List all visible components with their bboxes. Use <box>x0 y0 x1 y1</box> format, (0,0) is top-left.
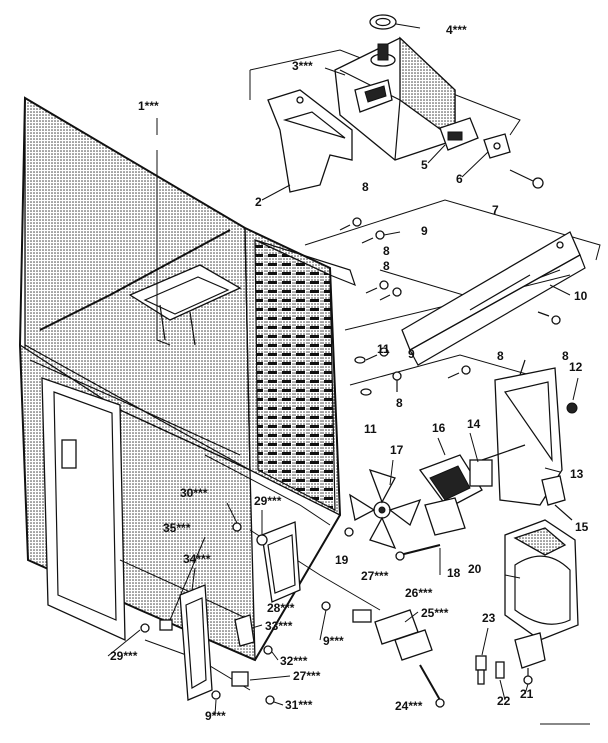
cavity-door-opening <box>41 377 126 642</box>
callout-c29a: 29*** <box>254 494 282 508</box>
callout-c31: 31*** <box>285 698 313 712</box>
callout-c9a: 9 <box>421 224 428 238</box>
callout-c15: 15 <box>575 520 589 534</box>
interlock-bracket-28 <box>232 521 301 603</box>
callout-c35: 35*** <box>163 521 191 535</box>
screw-18 <box>395 544 441 561</box>
callout-c24: 24*** <box>395 699 423 713</box>
fan-bracket <box>494 359 578 506</box>
fan-motor <box>418 444 526 536</box>
callout-c27a: 27*** <box>361 569 389 583</box>
callout-c8f: 8 <box>396 396 403 410</box>
callout-c1: 1*** <box>138 99 159 113</box>
callout-c9b: 9 <box>408 347 415 361</box>
callout-c23: 23 <box>482 611 496 625</box>
callout-c27b: 27*** <box>293 669 321 683</box>
callout-c9d: 9*** <box>205 709 226 723</box>
callout-c12: 12 <box>569 360 583 374</box>
callout-c2: 2 <box>255 195 262 209</box>
screws-upper <box>339 217 402 301</box>
callout-c13: 13 <box>570 467 584 481</box>
switch-33 <box>234 614 255 647</box>
screw-22 <box>495 661 505 679</box>
callout-c11a: 11 <box>377 342 390 356</box>
rear-panel-grille <box>254 239 356 511</box>
switch-27a <box>352 609 372 623</box>
callout-c14: 14 <box>467 417 481 431</box>
callout-c17: 17 <box>390 443 404 457</box>
callout-c7: 7 <box>492 203 499 217</box>
callout-c25: 25*** <box>421 606 449 620</box>
callout-c11b: 11 <box>364 422 377 436</box>
callout-c19: 19 <box>335 553 349 567</box>
callout-c6: 6 <box>456 172 463 186</box>
callout-c16: 16 <box>432 421 446 435</box>
fan-switch-15 <box>541 475 573 521</box>
callout-c20: 20 <box>468 562 482 576</box>
callout-c30: 30*** <box>180 486 208 500</box>
callout-c34: 34*** <box>183 552 211 566</box>
screws-middle <box>354 311 561 396</box>
callout-c5: 5 <box>421 158 428 172</box>
callout-c28: 28*** <box>267 601 295 615</box>
interlock-bracket-34 <box>159 584 213 701</box>
bracket-21 <box>514 632 546 685</box>
magnetron-bracket <box>267 89 353 193</box>
screw-7 <box>509 169 544 189</box>
callout-c21: 21 <box>520 687 534 701</box>
magnetron <box>334 14 456 161</box>
fan-blade <box>349 468 422 550</box>
callout-c8e: 8 <box>497 349 504 363</box>
screws-lower <box>140 601 445 708</box>
air-duct <box>401 231 586 366</box>
callout-c8b: 8 <box>383 244 390 258</box>
switch-27b <box>231 671 249 687</box>
callout-c3: 3*** <box>292 59 313 73</box>
screw-19 <box>344 527 354 537</box>
callout-c10: 10 <box>574 289 588 303</box>
callout-c29b: 29*** <box>110 649 138 663</box>
callout-c32: 32*** <box>280 654 308 668</box>
callout-c8a: 8 <box>362 180 369 194</box>
thermal-protector <box>439 117 511 159</box>
fan-shroud <box>504 519 579 641</box>
switch-25 <box>394 629 433 661</box>
callout-c33: 33*** <box>265 619 293 633</box>
callout-c22: 22 <box>497 694 511 708</box>
callout-c18: 18 <box>447 566 461 580</box>
callout-c4: 4*** <box>446 23 467 37</box>
callout-c9c: 9*** <box>323 634 344 648</box>
callout-leaders <box>107 23 590 725</box>
callout-c26: 26*** <box>405 586 433 600</box>
callout-c8d: 8 <box>562 349 569 363</box>
callout-c8c: 8 <box>383 259 390 273</box>
screw-23 <box>475 655 487 685</box>
